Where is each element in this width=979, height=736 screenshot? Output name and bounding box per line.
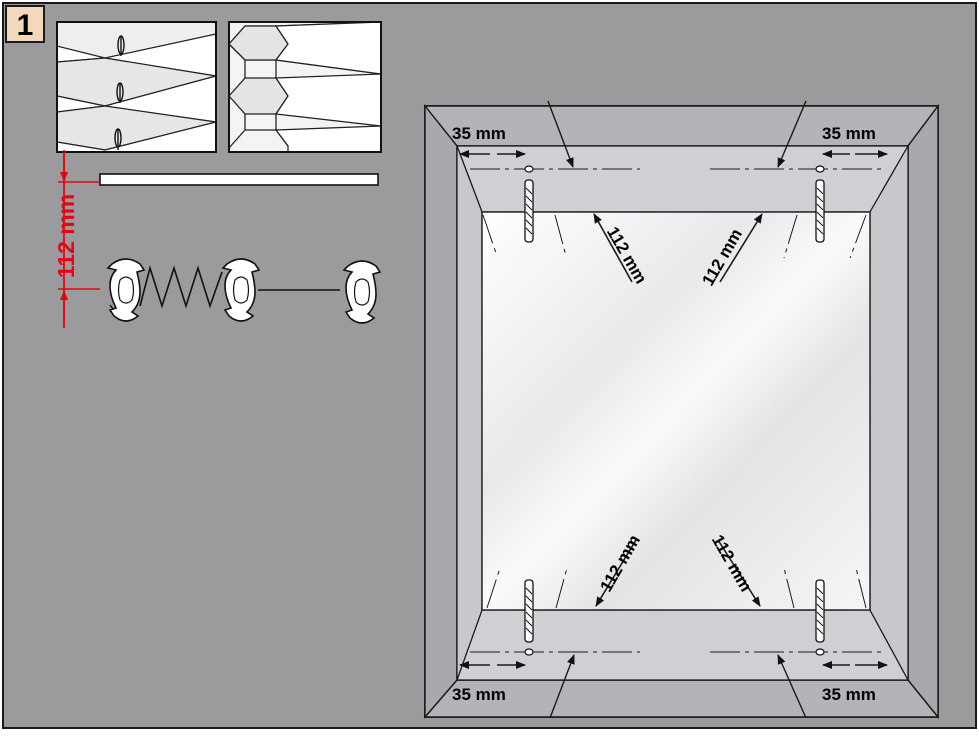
hole-top-left bbox=[524, 165, 534, 173]
pointer-lines bbox=[547, 100, 807, 719]
headrail bbox=[99, 173, 379, 186]
pleat-spacing-dimension: 112 mm bbox=[53, 150, 100, 328]
drill-bit-top-right bbox=[815, 179, 825, 243]
drill-bit-bottom-left bbox=[524, 579, 534, 643]
drill-bit-bottom-right bbox=[815, 579, 825, 643]
hole-bottom-left bbox=[524, 648, 534, 656]
offset-label-bottom-left: 35 mm bbox=[452, 685, 506, 704]
step-number: 1 bbox=[17, 9, 34, 42]
hole-bottom-right bbox=[815, 648, 825, 656]
offset-label-top-left: 35 mm bbox=[452, 124, 506, 143]
drill-bit-top-left bbox=[524, 179, 534, 243]
window-glass bbox=[481, 211, 871, 611]
honeycomb-fabric-detail bbox=[228, 21, 382, 153]
edge-offset-arrows bbox=[459, 150, 888, 669]
center-lines bbox=[470, 168, 885, 653]
clip-assembly bbox=[107, 258, 381, 324]
window-frame bbox=[423, 103, 940, 719]
depth-arrows bbox=[593, 213, 763, 607]
pleat-spacing-label: 112 mm bbox=[53, 194, 79, 278]
step-badge: 1 bbox=[5, 5, 45, 43]
offset-label-top-right: 35 mm bbox=[822, 124, 876, 143]
drill-markers bbox=[524, 165, 825, 656]
pleated-fabric-detail bbox=[56, 21, 217, 153]
hole-top-right bbox=[815, 165, 825, 173]
offset-label-bottom-right: 35 mm bbox=[822, 685, 876, 704]
